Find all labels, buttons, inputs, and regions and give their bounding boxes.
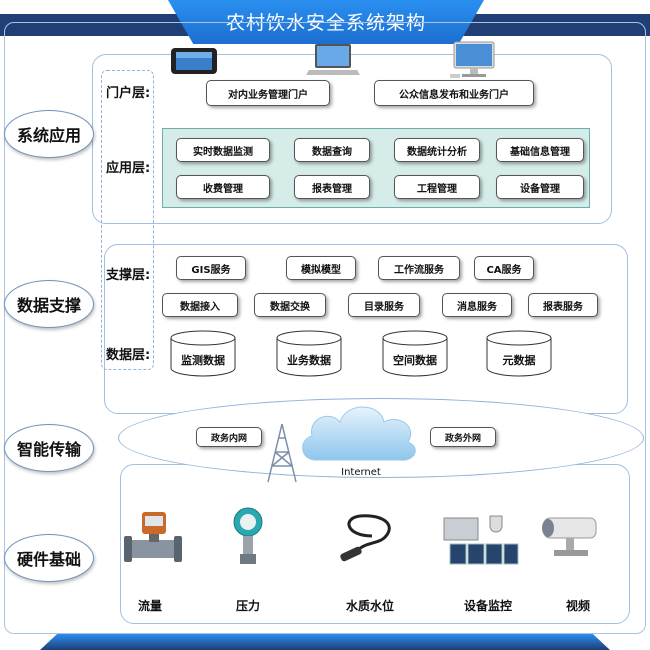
app-box: 设备管理: [496, 175, 584, 199]
layer-bracket: [101, 70, 154, 370]
app-box: 报表管理: [294, 175, 370, 199]
portal-box-internal: 对内业务管理门户: [206, 80, 330, 106]
layer-label-support: 支撑层:: [106, 268, 151, 283]
intranet-box: 政务内网: [196, 427, 262, 447]
cloud-icon: [302, 406, 416, 461]
side-label-system-app: 系统应用: [4, 110, 94, 158]
flowmeter-icon: [124, 512, 182, 562]
data-store-cylinder: 监测数据: [170, 330, 236, 378]
portal-box-public: 公众信息发布和业务门户: [374, 80, 534, 106]
support-box: 模拟模型: [286, 256, 356, 280]
side-label-data-support: 数据支撑: [4, 280, 94, 328]
tablet-icon: [171, 48, 217, 74]
side-label-transmission: 智能传输: [4, 424, 94, 472]
app-box: 收费管理: [176, 175, 270, 199]
layer-label-data: 数据层:: [106, 348, 151, 363]
device-label: 水质水位: [345, 599, 394, 613]
support-box: GIS服务: [176, 256, 246, 280]
data-store-cylinder: 业务数据: [276, 330, 342, 378]
side-label-hardware: 硬件基础: [4, 534, 94, 582]
bottom-band: [40, 634, 610, 650]
layer-label-application: 应用层:: [106, 161, 151, 176]
support-box: 数据接入: [162, 293, 238, 317]
hardware-panel: [120, 464, 630, 624]
extranet-box: 政务外网: [430, 427, 496, 447]
water-probe-icon: [340, 514, 391, 562]
support-box: CA服务: [474, 256, 534, 280]
page-title: 农村饮水安全系统架构: [225, 12, 426, 34]
support-box: 报表服务: [528, 293, 598, 317]
app-box: 数据查询: [294, 138, 370, 162]
support-box: 目录服务: [348, 293, 420, 317]
outer-frame: [4, 22, 646, 634]
layer-label-portal: 门户层:: [106, 86, 151, 101]
desktop-icon: [450, 41, 495, 78]
app-box: 数据统计分析: [394, 138, 480, 162]
app-box: 实时数据监测: [176, 138, 270, 162]
tower-icon: [267, 423, 297, 483]
data-store-label: 空间数据: [393, 354, 437, 367]
device-label: 视频: [565, 599, 590, 613]
internet-label: Internet: [341, 467, 381, 478]
app-box: 工程管理: [394, 175, 480, 199]
app-box: 基础信息管理: [496, 138, 584, 162]
data-store-label: 元数据: [502, 354, 536, 367]
cctv-camera-icon: [542, 517, 597, 556]
support-box: 工作流服务: [378, 256, 460, 280]
monitor-camera-icon: [443, 515, 519, 565]
laptop-icon: [306, 44, 360, 75]
device-label: 流量: [137, 599, 162, 613]
data-store-cylinder: 元数据: [486, 330, 552, 378]
device-label: 设备监控: [463, 599, 512, 613]
data-store-label: 业务数据: [287, 354, 331, 367]
device-label: 压力: [235, 599, 260, 613]
support-box: 消息服务: [442, 293, 512, 317]
data-store-cylinder: 空间数据: [382, 330, 448, 378]
pressure-sensor-icon: [233, 507, 263, 564]
support-box: 数据交换: [254, 293, 326, 317]
data-store-label: 监测数据: [181, 354, 225, 367]
